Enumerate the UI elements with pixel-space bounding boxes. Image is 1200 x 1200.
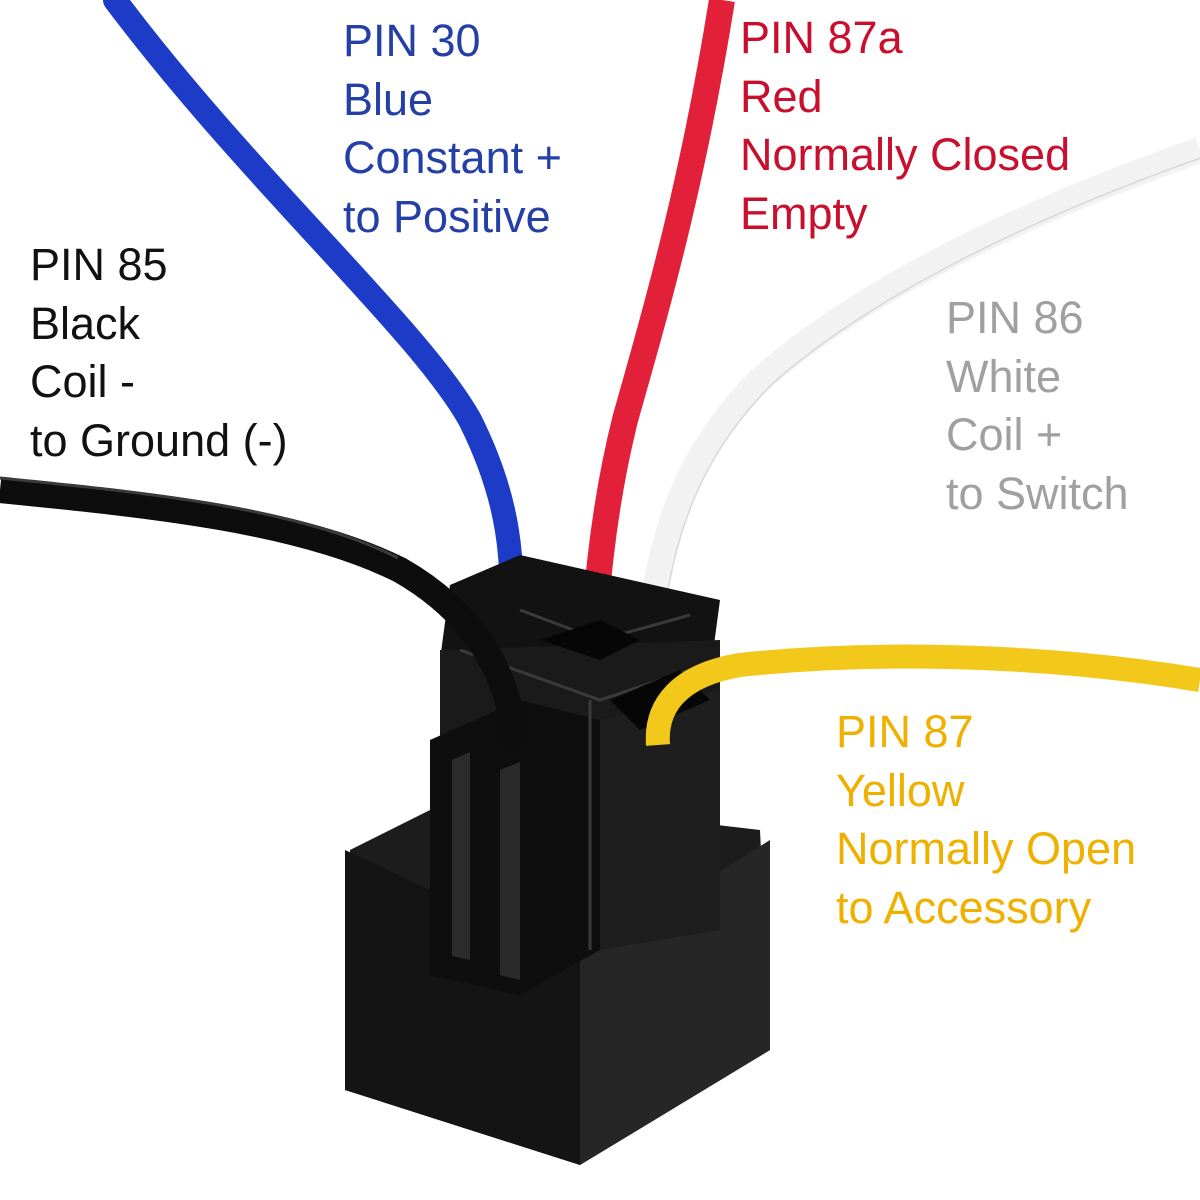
pin87-color: Yellow (836, 764, 965, 816)
relay-socket (345, 555, 770, 1165)
pin30-label: PIN 30 Blue Constant + to Positive (343, 12, 562, 246)
pin87a-connection: Empty (740, 187, 868, 239)
pin87-function: Normally Open (836, 823, 1137, 874)
pin86-connection: to Switch (946, 467, 1129, 519)
pin86-function: Coil + (946, 409, 1063, 460)
pin30-number: PIN 30 (343, 15, 481, 66)
pin87a-label: PIN 87a Red Normally Closed Empty (740, 9, 1070, 243)
pin85-function: Coil - (30, 356, 136, 407)
pin85-number: PIN 85 (30, 239, 168, 290)
pin87-number: PIN 87 (836, 706, 974, 757)
pin86-color: White (946, 350, 1062, 402)
pin30-function: Constant + (343, 132, 562, 183)
pin87-label: PIN 87 Yellow Normally Open to Accessory (836, 703, 1136, 937)
pin87-connection: to Accessory (836, 881, 1092, 933)
pin87a-color: Red (740, 70, 823, 122)
black-wire (0, 477, 528, 747)
pin86-label: PIN 86 White Coil + to Switch (946, 289, 1129, 523)
pin87a-number: PIN 87a (740, 12, 903, 63)
pin87a-function: Normally Closed (740, 129, 1071, 180)
white-wire (637, 137, 1200, 632)
yellow-wire (645, 644, 1200, 746)
pin30-color: Blue (343, 73, 434, 125)
blue-wire (103, 0, 524, 652)
pin85-label: PIN 85 Black Coil - to Ground (-) (30, 236, 288, 470)
pin85-color: Black (30, 297, 141, 349)
pin86-number: PIN 86 (946, 292, 1084, 343)
pin85-connection: to Ground (-) (30, 414, 288, 466)
pin30-connection: to Positive (343, 190, 551, 242)
